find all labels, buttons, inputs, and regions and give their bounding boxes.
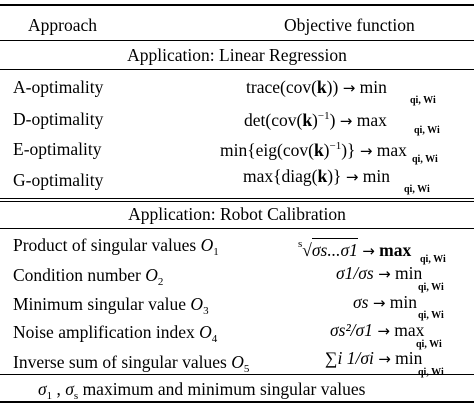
row-o3-subscript: qi, Wi (418, 310, 444, 321)
arrow-icon: → (372, 294, 386, 312)
section-robot-calibration: Application: Robot Calibration (128, 204, 346, 224)
row-g-approach: G-optimality (13, 170, 104, 190)
row-o5-approach: Inverse sum of singular values O5 (13, 352, 250, 375)
arrow-icon: → (362, 242, 375, 260)
row-o2-objective: σ1/σs → min (336, 263, 423, 283)
table-top-rule (0, 4, 474, 6)
row-e-approach: E-optimality (13, 139, 102, 159)
row-e-subscript: qi, Wi (412, 154, 438, 165)
header-rule (0, 40, 474, 41)
arrow-icon: → (339, 112, 353, 130)
footnote-rule (0, 374, 474, 375)
row-d-objective: det(cov(k)−1) → max (244, 110, 387, 130)
row-o4-objective: σs²/σ1 → max (330, 320, 425, 340)
section-robot-double-rule (0, 198, 474, 202)
section-linear-regression: Application: Linear Regression (127, 45, 347, 65)
arrow-icon: → (378, 350, 391, 368)
row-a-approach: A-optimality (13, 77, 104, 97)
row-o3-approach: Minimum singular value O3 (13, 294, 209, 317)
header-approach: Approach (28, 15, 98, 35)
row-o4-subscript: qi, Wi (416, 339, 442, 350)
arrow-icon: → (345, 168, 359, 186)
row-o1-objective: s√σs...σ1 → max (298, 238, 412, 260)
row-e-objective: min{eig(cov(k)−1)} → max (220, 140, 407, 160)
section-robot-rule (0, 228, 474, 229)
row-o5-objective: ∑i 1/σi → min (325, 348, 423, 368)
row-g-objective: max{diag(k)} → min (243, 166, 391, 186)
row-g-subscript: qi, Wi (404, 184, 430, 195)
row-a-subscript: qi, Wi (410, 95, 436, 106)
table-bottom-rule (0, 401, 474, 403)
row-d-approach: D-optimality (13, 109, 104, 129)
section-linear-rule (0, 69, 474, 70)
row-o2-subscript: qi, Wi (418, 282, 444, 293)
row-o4-approach: Noise amplification index O4 (13, 322, 218, 345)
row-d-subscript: qi, Wi (414, 125, 440, 136)
arrow-icon: → (359, 142, 373, 160)
row-o2-approach: Condition number O2 (13, 265, 164, 288)
footnote: σ1 , σs maximum and minimum singular val… (38, 379, 366, 402)
header-objective: Objective function (284, 15, 415, 35)
row-o3-objective: σs → min (353, 292, 418, 312)
row-o1-approach: Product of singular values O1 (13, 235, 219, 258)
row-o5-subscript: qi, Wi (418, 367, 444, 378)
row-o1-subscript: qi, Wi (420, 254, 446, 265)
arrow-icon: → (378, 265, 391, 283)
row-a-objective: trace(cov(k)) → min (246, 77, 387, 97)
arrow-icon: → (377, 322, 390, 340)
arrow-icon: → (342, 79, 356, 97)
